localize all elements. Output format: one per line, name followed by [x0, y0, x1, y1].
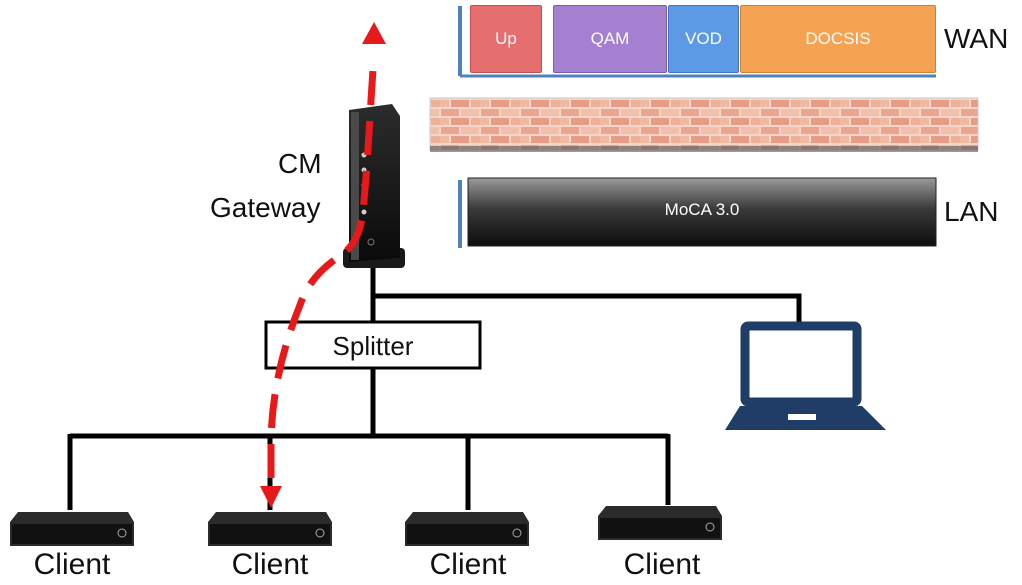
gateway-label-cm: CM: [278, 148, 322, 179]
set-top-box-icon: [598, 506, 722, 540]
wan-segment-docsis: DOCSIS: [740, 5, 936, 73]
network-lines: [67, 265, 802, 510]
wan-segment-label: VOD: [685, 29, 722, 48]
gateway-label-gateway: Gateway: [210, 192, 321, 223]
wan-segment-qam: QAM: [553, 5, 667, 73]
wan-segment-up: Up: [470, 5, 542, 73]
moca-bar: [467, 177, 937, 247]
lan-label: LAN: [944, 196, 999, 227]
data-path-arrow: [260, 22, 386, 508]
wan-segment-label: QAM: [590, 29, 630, 48]
firewall-wall: [429, 97, 979, 152]
wan-segment-vod: VOD: [668, 5, 739, 73]
laptop-icon: [725, 321, 886, 430]
wan-segment-label: DOCSIS: [805, 29, 871, 48]
set-top-box-icon: [405, 512, 529, 546]
client-label: Client: [33, 548, 111, 581]
set-top-box-icon: [10, 512, 134, 546]
wan-segment-label: Up: [495, 29, 517, 48]
set-top-box-icon: [208, 512, 332, 546]
splitter-label: Splitter: [332, 331, 414, 361]
client-label: Client: [231, 548, 309, 581]
wan-label: WAN: [944, 23, 1009, 54]
moca-bar-label: MoCA 3.0: [664, 200, 740, 219]
splitter-box: [264, 320, 482, 370]
client-label: Client: [429, 548, 507, 581]
client-label: Client: [623, 548, 701, 581]
